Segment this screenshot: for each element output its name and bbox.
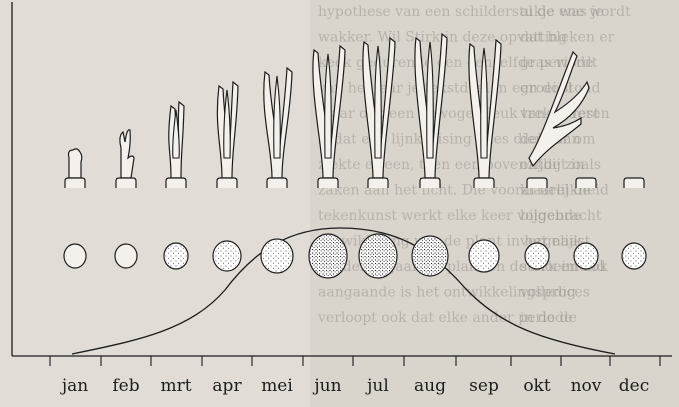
shoot-center [427, 42, 434, 158]
plant-base [65, 178, 85, 188]
plant-mrt [166, 102, 186, 188]
plant-okt [527, 52, 589, 188]
plant-base [420, 178, 440, 188]
plant-base [527, 178, 547, 188]
plant-jun [313, 46, 345, 188]
month-label-feb: feb [112, 376, 139, 396]
month-label-mei: mei [261, 376, 293, 396]
tuber-stipple [310, 235, 346, 277]
shoot [69, 149, 82, 178]
month-label-sep: sep [469, 376, 499, 396]
month-label-nov: nov [571, 376, 602, 396]
shoot-center [375, 46, 382, 158]
plant-base [624, 178, 644, 188]
plant-jan [65, 149, 85, 188]
month-ticks [50, 356, 660, 366]
shoot-center [481, 48, 488, 158]
plant-base [217, 178, 237, 188]
plant-base [318, 178, 338, 188]
month-label-mrt: mrt [160, 376, 191, 396]
plant-mei [264, 68, 292, 188]
tuber-stipple [214, 242, 240, 270]
month-label-jul: jul [365, 376, 389, 396]
plant-base [474, 178, 494, 188]
plant-base [576, 178, 596, 188]
plant-aug [415, 34, 447, 188]
plant-dec [624, 178, 644, 188]
plant-base [368, 178, 388, 188]
plant-nov [576, 178, 596, 188]
plant-row [65, 34, 644, 188]
shoot [120, 130, 134, 178]
plant-apr [217, 82, 238, 188]
plant-base [116, 178, 136, 188]
tuber-row [64, 234, 646, 278]
shoot-center [224, 90, 231, 158]
month-label-okt: okt [523, 376, 551, 396]
plant-sep [469, 40, 501, 188]
month-label-dec: dec [619, 376, 649, 396]
shoot [529, 52, 589, 166]
tuber-jan [64, 244, 86, 268]
plant-base [166, 178, 186, 188]
plant-base [267, 178, 287, 188]
month-label-jun: jun [312, 376, 341, 396]
tuber-stipple [262, 240, 292, 272]
tuber-stipple [623, 244, 645, 268]
tuber-stipple [470, 241, 498, 271]
month-label-jan: jan [60, 376, 88, 396]
month-label-apr: apr [212, 376, 242, 396]
tuber-stipple [165, 244, 187, 268]
plant-jul [363, 38, 395, 188]
tuber-stipple [575, 244, 597, 268]
tuber-feb [115, 244, 137, 268]
tuber-stipple [526, 244, 548, 268]
tuber-stipple [360, 235, 396, 277]
plant-feb [116, 130, 136, 188]
shoot-center [325, 54, 332, 158]
month-label-aug: aug [414, 376, 446, 396]
tuber-stipple [413, 237, 447, 275]
shoot-center [274, 76, 281, 158]
